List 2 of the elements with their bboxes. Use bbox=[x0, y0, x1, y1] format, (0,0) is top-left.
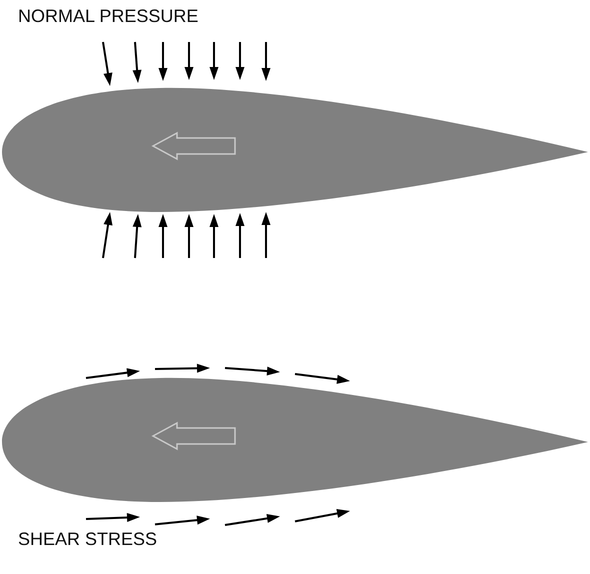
diagram-label: SHEAR STRESS bbox=[18, 529, 158, 549]
diagram-label: NORMAL PRESSURE bbox=[18, 6, 198, 26]
